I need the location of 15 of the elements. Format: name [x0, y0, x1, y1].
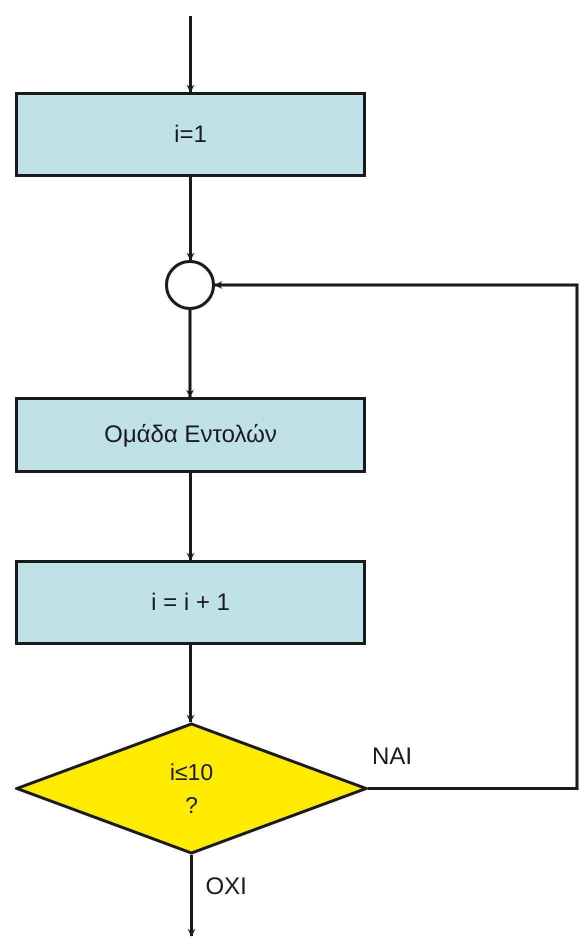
arrow	[186, 16, 194, 93]
process-box	[15, 397, 366, 473]
arrow	[214, 281, 578, 790]
process-text: Ομάδα Εντολών	[104, 420, 277, 450]
process-text: i=1	[174, 120, 207, 150]
arrow	[186, 310, 194, 398]
arrow	[186, 645, 194, 723]
arrow	[186, 473, 194, 561]
process-box	[15, 92, 366, 177]
arrow	[188, 855, 196, 937]
condition-text: ?	[185, 790, 198, 820]
condition-text: i≤10	[170, 758, 214, 786]
arrow	[186, 177, 194, 261]
process-box	[15, 560, 366, 645]
process-text: i = i + 1	[151, 588, 230, 618]
